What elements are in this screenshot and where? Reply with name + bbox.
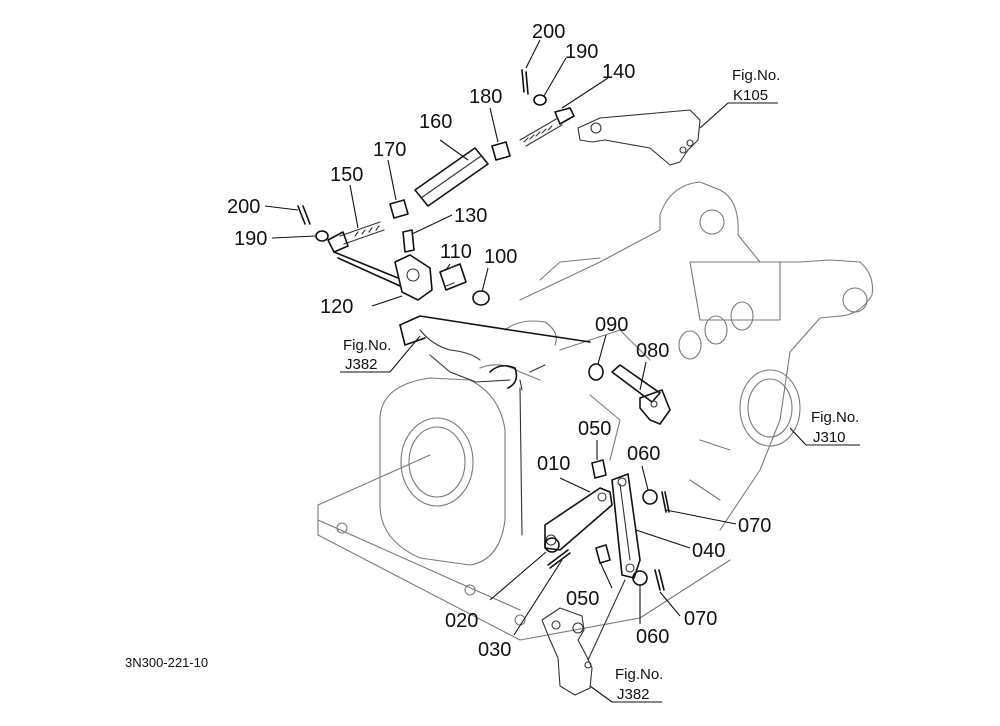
part-label-040: 040: [692, 540, 725, 562]
part-label-060-upper: 060: [627, 443, 660, 465]
part-label-050-upper: 050: [578, 418, 611, 440]
part-label-030: 030: [478, 639, 511, 661]
part-label-190-left: 190: [234, 228, 267, 250]
figure-references: Fig.No. K105 Fig.No. J382 Fig.No. J310 F…: [343, 67, 859, 703]
transmission-housing: [317, 181, 874, 641]
part-label-100: 100: [484, 246, 517, 268]
part-label-010: 010: [537, 453, 570, 475]
fig-ref-j382-bottom-title: Fig.No.: [615, 666, 663, 683]
part-label-150: 150: [330, 164, 363, 186]
part-label-080: 080: [636, 340, 669, 362]
part-label-190-top: 190: [565, 41, 598, 63]
part-label-110: 110: [440, 241, 472, 263]
fig-ref-j382-top-title: Fig.No.: [343, 337, 391, 354]
fig-ref-j382-top-code: J382: [345, 356, 378, 373]
part-label-170: 170: [373, 139, 406, 161]
drawing-code: 3N300-221-10: [125, 655, 208, 670]
fig-ref-j310-code: J310: [813, 429, 846, 446]
part-label-020: 020: [445, 610, 478, 632]
part-label-070-upper: 070: [738, 515, 771, 537]
part-label-140: 140: [602, 61, 635, 83]
part-label-070-lower: 070: [684, 608, 717, 630]
part-label-120: 120: [320, 296, 353, 318]
fig-ref-j382-bottom-code: J382: [617, 686, 650, 703]
part-label-130: 130: [454, 205, 487, 227]
linkage-assembly: [297, 69, 701, 425]
part-label-200-top: 200: [532, 21, 565, 43]
part-label-060-lower: 060: [636, 626, 669, 648]
fig-ref-k105-code: K105: [733, 87, 768, 104]
part-label-160: 160: [419, 111, 452, 133]
leader-lines: [264, 39, 860, 703]
lower-linkage: [519, 379, 670, 696]
part-label-090: 090: [595, 314, 628, 336]
part-label-050-lower: 050: [566, 588, 599, 610]
fig-ref-j310-title: Fig.No.: [811, 409, 859, 426]
part-label-180: 180: [469, 86, 502, 108]
part-labels: 200 190 140 180 160 170 150 200 190 130 …: [227, 21, 771, 661]
fig-ref-k105-title: Fig.No.: [732, 67, 780, 84]
part-label-200-left: 200: [227, 196, 260, 218]
